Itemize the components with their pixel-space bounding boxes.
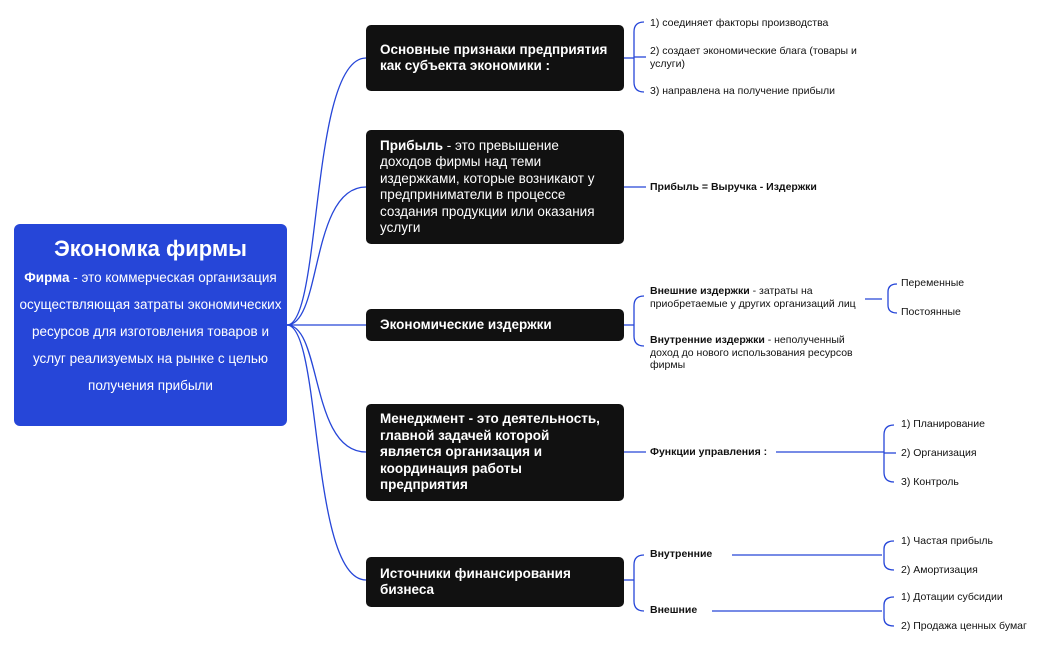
- branch-features-text: Основные признаки предприятия как субъек…: [380, 41, 608, 74]
- external-sources: Внешние: [650, 604, 698, 616]
- function-control: 3) Контроль: [901, 476, 959, 488]
- branch-features: Основные признаки предприятия как субъек…: [366, 25, 624, 91]
- function-organization: 2) Организация: [901, 447, 977, 459]
- internal-costs-text: - неполученный доход до нового использов…: [650, 334, 853, 371]
- internal-source-1: 1) Частая прибыль: [901, 535, 994, 547]
- external-source-2: 2) Продажа ценных бумаг: [901, 620, 1027, 632]
- external-costs-text: - затраты на приобретаемые у других орга…: [650, 285, 856, 310]
- fixed-costs: Постоянные: [901, 306, 961, 318]
- root-definition: Фирма - это коммерческая организация осу…: [14, 264, 287, 399]
- branch-profit-text: Прибыль - это превышение доходов фирмы н…: [380, 138, 610, 237]
- external-costs-term: Внешние издержки: [650, 285, 750, 297]
- root-title: Экономка фирмы: [54, 236, 247, 261]
- branch-profit: Прибыль - это превышение доходов фирмы н…: [366, 130, 624, 244]
- branch-financing-text: Источники финансирования бизнеса: [380, 565, 571, 598]
- profit-definition: - это превышение доходов фирмы над теми …: [380, 137, 595, 236]
- root-term: Фирма: [24, 270, 70, 285]
- root-definition-text: - это коммерческая организация осуществл…: [19, 270, 282, 393]
- branch-costs-text: Экономические издержки: [380, 316, 552, 332]
- internal-costs-term: Внутренние издержки: [650, 334, 765, 346]
- variable-costs: Переменные: [901, 277, 965, 289]
- external-costs: Внешние издержки - затраты на приобретае…: [650, 285, 875, 310]
- internal-source-2: 2) Амортизация: [901, 564, 978, 576]
- management-functions: Функции управления :: [650, 446, 768, 458]
- feature-1: 1) соединяет факторы производства: [650, 17, 829, 29]
- external-source-1: 1) Дотации субсидии: [901, 591, 1003, 603]
- branch-costs: Экономические издержки: [366, 309, 624, 341]
- root-topic: Экономка фирмы Фирма - это коммерческая …: [14, 224, 287, 426]
- feature-2: 2) создает экономические блага (товары и…: [650, 45, 857, 70]
- internal-sources: Внутренние: [650, 548, 713, 560]
- profit-term: Прибыль: [380, 137, 443, 153]
- internal-costs: Внутренние издержки - неполученный доход…: [650, 334, 875, 372]
- branch-management-text: Менеджмент - это деятельность, главной з…: [380, 411, 600, 493]
- function-planning: 1) Планирование: [901, 418, 985, 430]
- branch-management: Менеджмент - это деятельность, главной з…: [366, 404, 624, 501]
- branch-financing: Источники финансирования бизнеса: [366, 557, 624, 607]
- feature-3: 3) направлена на получение прибыли: [650, 85, 836, 97]
- profit-formula: Прибыль = Выручка - Издержки: [650, 181, 817, 193]
